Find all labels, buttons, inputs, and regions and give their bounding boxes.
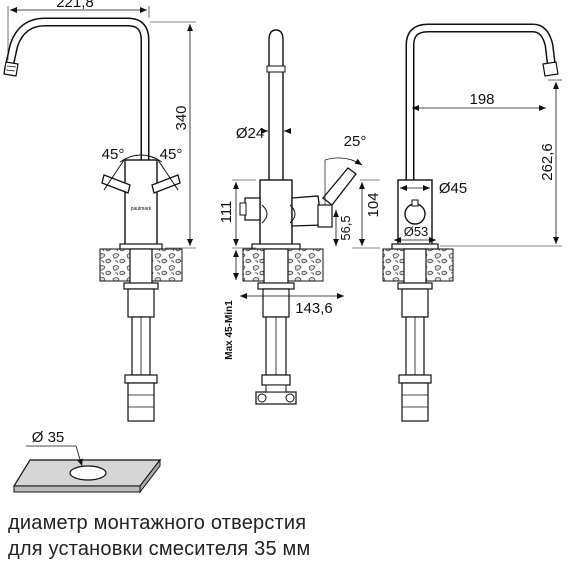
dim-body-diameter: Ø45 [439,180,467,197]
front-spout [3,17,150,160]
side-body [259,179,293,247]
dim-body-height: 111 [218,201,235,224]
front-view: paulmark 221,8 340 45° 45° [3,0,196,422]
dim-lever-offset: 56,5 [338,215,353,240]
dim-thickness-range: Max 45-Min1 [224,300,235,360]
dim-depth: 143,6 [295,300,333,317]
front-handle-right [151,174,181,194]
dim-body-height-side: 104 [365,192,382,217]
dim-lever-angle: 25° [344,133,367,150]
dim-angle-right: 45° [160,146,183,163]
dim-hole-diameter: Ø 35 [32,429,65,446]
side-view: Ø24 25° 111 104 56,5 Max 45-Min1 143,6 [218,29,382,405]
front-handle-left [101,174,131,194]
mounting-hole-detail: Ø 35 [12,429,162,494]
dim-spout-height-side: 262,6 [539,143,556,181]
dim-spout-reach-side: 198 [469,91,494,108]
caption-line-1: диаметр монтажного отверстия [8,512,307,534]
caption-line-2: для установки смесителя 35 мм [8,538,311,560]
mounting-hole [69,465,107,481]
front-body [124,159,158,249]
rear-view: 198 262,6 Ø45 Ø53 [382,23,562,422]
dim-base-diameter: Ø53 [404,224,429,239]
dim-spout-diameter: Ø24 [236,125,264,142]
dim-angle-left: 45° [102,146,125,163]
side-spout [268,29,284,180]
side-lever [322,167,357,206]
brand-mark: paulmark [131,206,152,212]
dim-spout-reach-front: 221,8 [56,0,94,11]
dim-height-total: 340 [173,105,190,130]
